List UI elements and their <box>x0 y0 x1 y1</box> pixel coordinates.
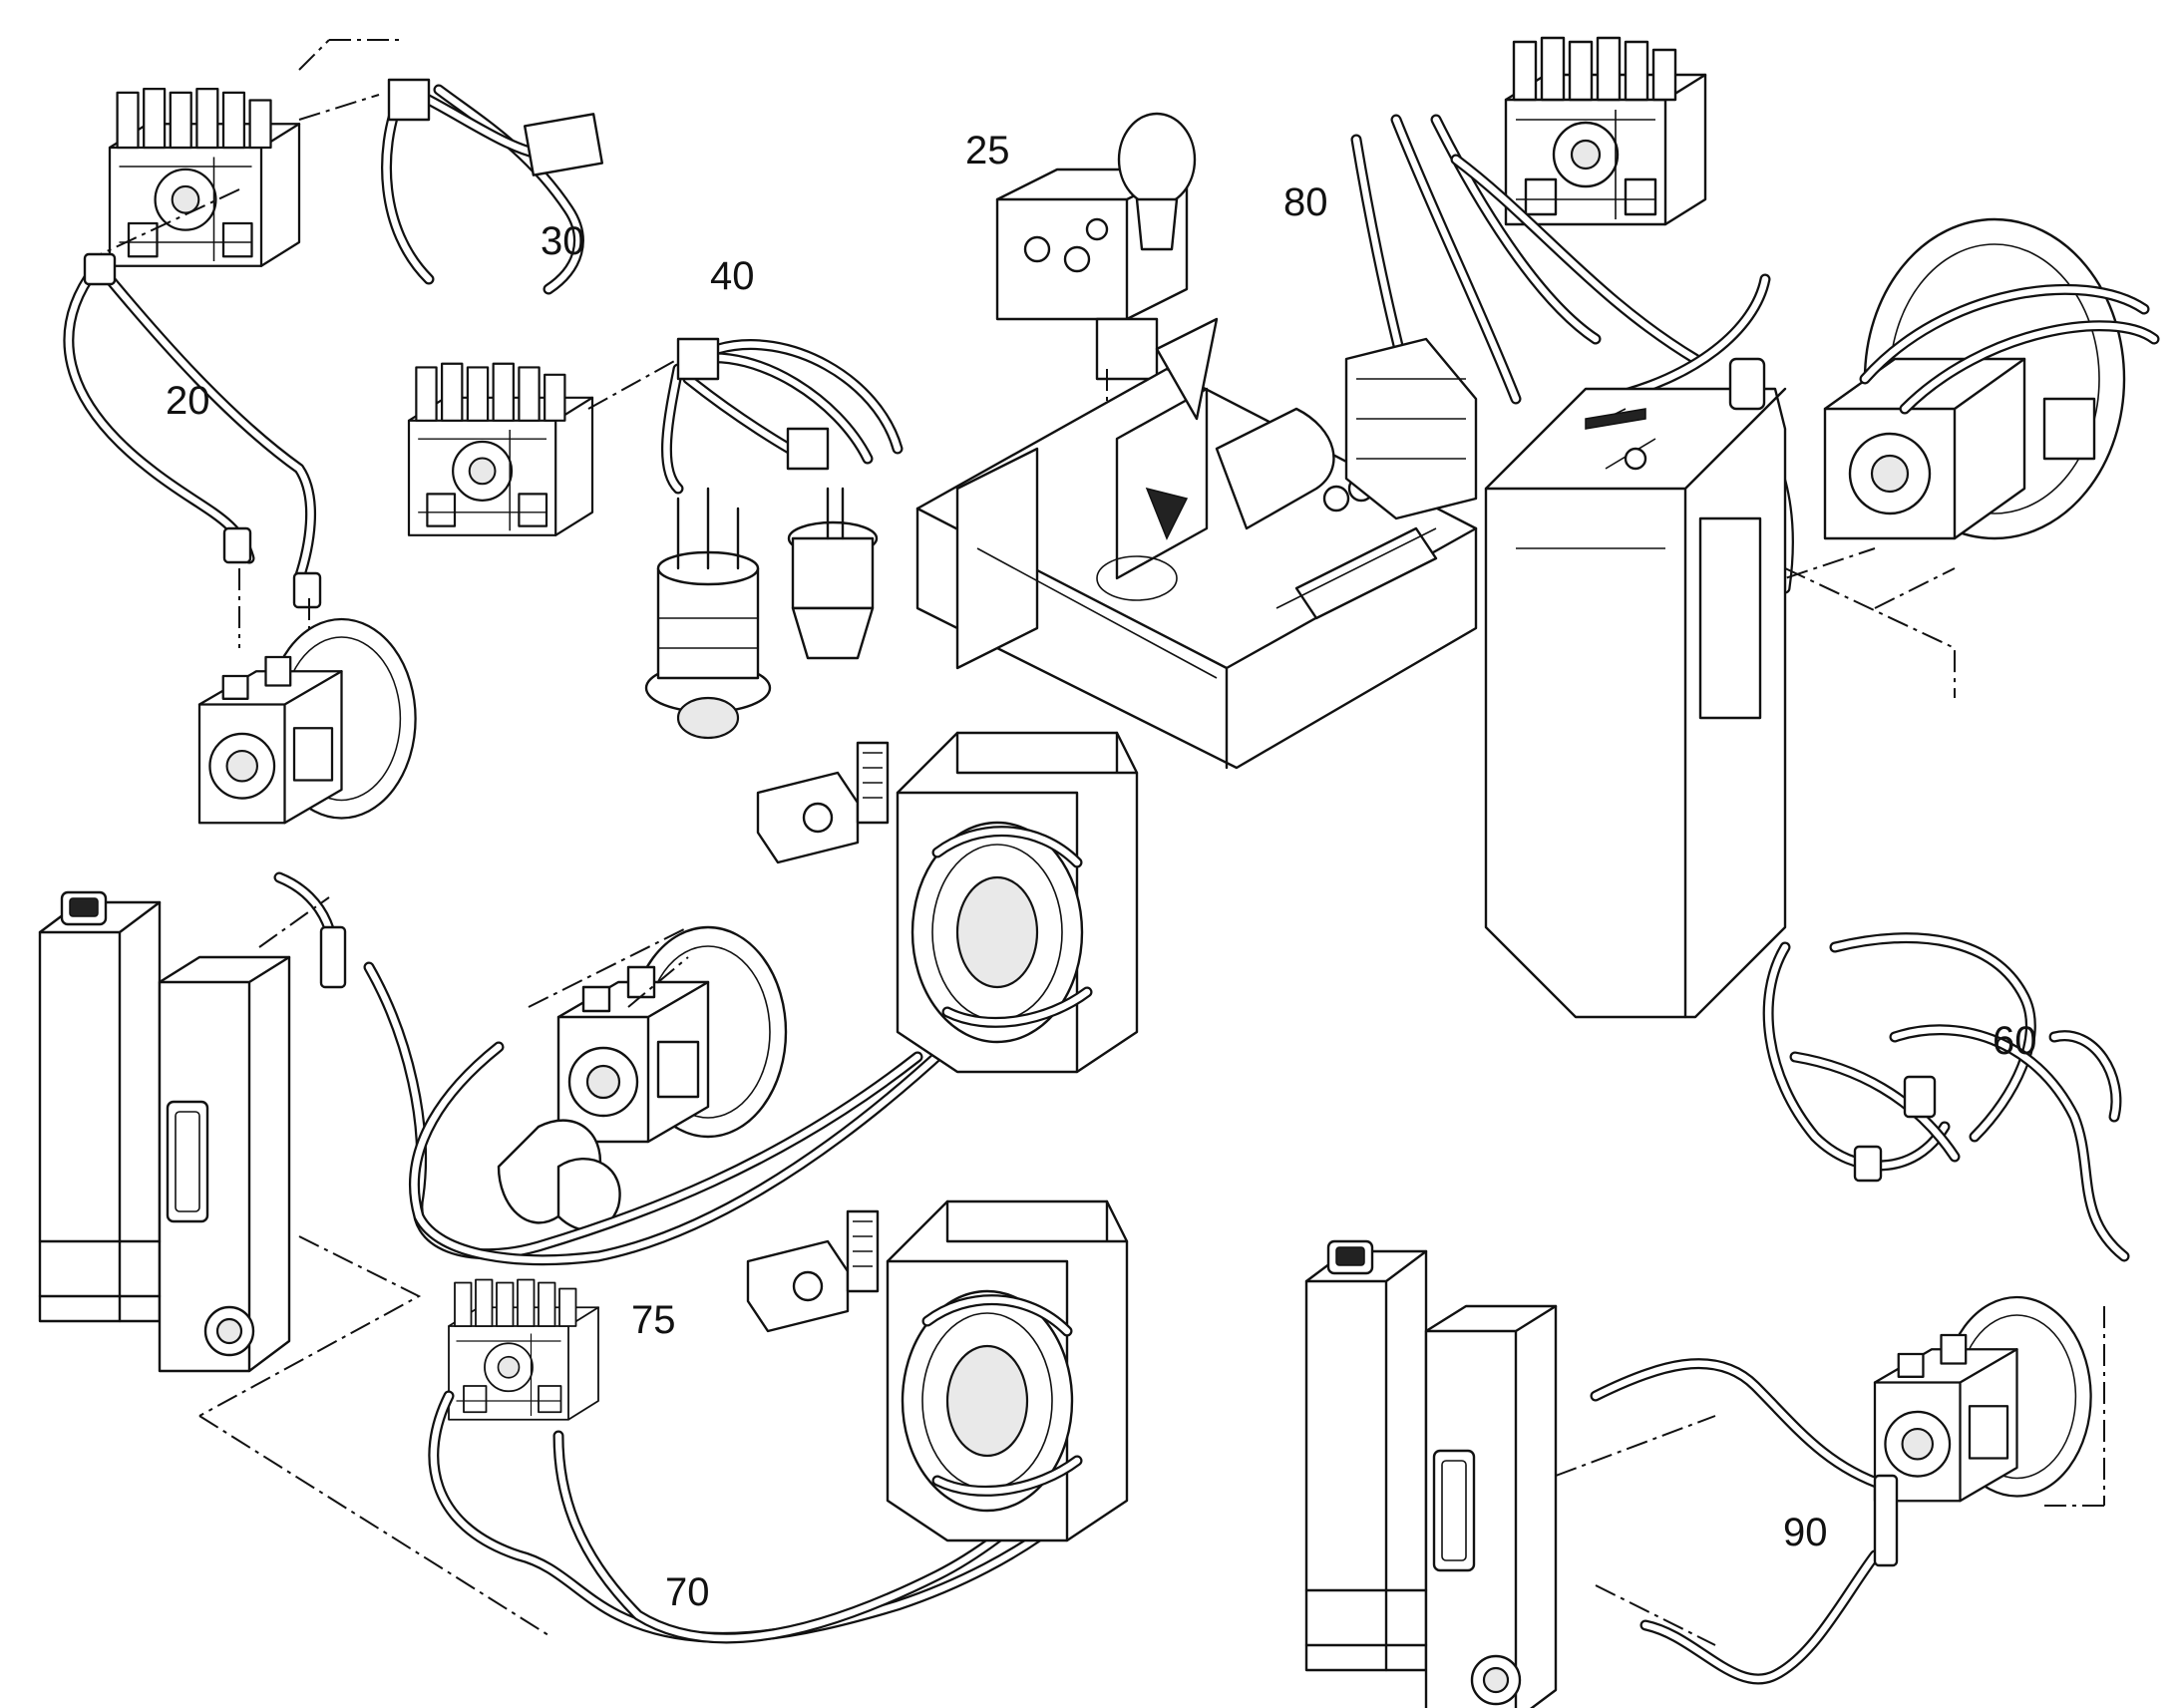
callout-25: 25 <box>965 129 1010 172</box>
assembly-70 <box>198 1201 1127 1644</box>
callout-60: 60 <box>1993 1019 2037 1063</box>
assembly-60 <box>1484 357 2130 1507</box>
callout-70: 70 <box>665 1570 710 1614</box>
callout-40: 40 <box>710 254 755 298</box>
callout-80: 80 <box>1283 180 1328 224</box>
assembly-90 <box>1304 1239 1899 1708</box>
assembly-25 <box>915 112 1478 770</box>
callout-20: 20 <box>166 379 210 423</box>
assembly-20-30 <box>63 39 604 825</box>
assembly-75 <box>38 733 1137 1417</box>
assembly-40 <box>407 337 904 740</box>
callout-30: 30 <box>541 219 585 263</box>
assembly-80 <box>1344 36 2160 609</box>
callouts: 20 25 30 40 60 70 75 80 90 <box>166 129 2037 1614</box>
callout-75: 75 <box>631 1298 676 1342</box>
callout-90: 90 <box>1783 1511 1828 1554</box>
